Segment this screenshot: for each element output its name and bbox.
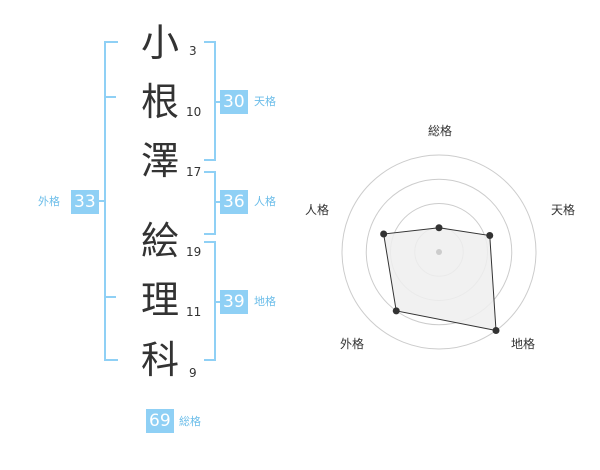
tenkaku-value: 30	[220, 90, 248, 114]
name-char-5: 理	[141, 278, 180, 322]
tenkaku-label: 天格	[254, 95, 276, 108]
gaikaku-label: 外格	[38, 195, 60, 208]
radar-point-1	[435, 224, 443, 232]
radar-grid-ring	[365, 178, 513, 326]
radar-label-jinkaku: 人格	[305, 203, 330, 217]
name-char-2: 根	[141, 80, 180, 124]
name-char-3: 澤	[141, 139, 180, 183]
name-char-1: 小	[141, 21, 180, 65]
radar-series-polygon	[383, 227, 497, 332]
radar-center-dot	[436, 249, 442, 255]
radar-label-soukaku: 総格	[428, 124, 453, 138]
soukaku-value: 69	[146, 409, 174, 433]
chikaku-value: 39	[220, 290, 248, 314]
chikaku-label: 地格	[254, 295, 276, 308]
gaikaku-bracket	[104, 41, 118, 361]
soukaku-label: 総格	[179, 415, 201, 428]
stroke-count-6: 9	[189, 366, 197, 380]
radar-point-5	[380, 230, 388, 238]
chikaku-connector	[214, 301, 220, 303]
name-char-6: 科	[141, 338, 180, 382]
radar-label-gaikaku: 外格	[340, 337, 365, 351]
jinkaku-connector	[214, 201, 220, 203]
gaikaku-connector	[96, 200, 104, 202]
radar-label-chikaku: 地格	[511, 337, 536, 351]
gaikaku-bracket-tick	[104, 296, 116, 298]
stroke-count-4: 19	[186, 245, 202, 259]
radar-point-4	[392, 307, 400, 315]
jinkaku-value: 36	[220, 190, 248, 214]
jinkaku-bracket	[204, 171, 216, 235]
stroke-count-1: 3	[189, 44, 197, 58]
jinkaku-label: 人格	[254, 195, 276, 208]
radar-point-3	[492, 326, 500, 334]
radar-label-tenkaku: 天格	[551, 203, 576, 217]
stroke-count-2: 10	[186, 105, 202, 119]
gaikaku-bracket-tick	[104, 96, 116, 98]
radar-grid-ring	[341, 154, 537, 350]
stroke-count-3: 17	[186, 165, 202, 179]
name-char-4: 絵	[141, 219, 180, 263]
gaikaku-value: 33	[71, 190, 99, 214]
radar-point-2	[486, 232, 494, 240]
tenkaku-connector	[214, 101, 220, 103]
stroke-count-5: 11	[186, 305, 202, 319]
